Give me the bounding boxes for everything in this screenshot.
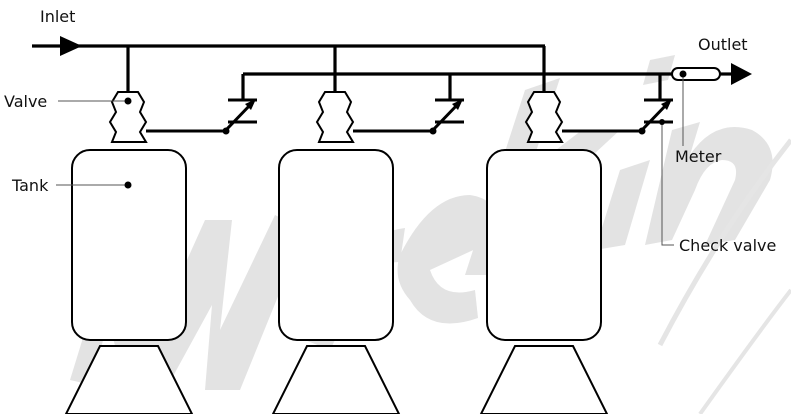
resin-tank bbox=[486, 149, 602, 341]
tank-leader-dot bbox=[124, 181, 132, 189]
inlet-arrow bbox=[60, 36, 82, 56]
inlet-label: Inlet bbox=[40, 7, 75, 26]
control-valve bbox=[524, 91, 564, 143]
watermark-swoosh bbox=[657, 138, 791, 347]
check-valve-arrowhead bbox=[245, 99, 256, 110]
valve-label: Valve bbox=[4, 92, 47, 111]
softener-unit-1 bbox=[64, 91, 257, 415]
check-valve-arrowhead bbox=[661, 99, 672, 110]
check-valve-stem bbox=[224, 101, 254, 132]
check-valve-label: Check valve bbox=[679, 236, 776, 255]
check-valve-pivot bbox=[429, 127, 437, 135]
check-valve-stem bbox=[431, 101, 461, 132]
resin-tank bbox=[71, 149, 187, 341]
valve-leader-dot bbox=[124, 97, 132, 105]
outlet-label: Outlet bbox=[698, 35, 748, 54]
meter-leader-dot bbox=[679, 70, 687, 78]
watermark-swoosh-2 bbox=[698, 288, 791, 416]
control-valve bbox=[108, 91, 148, 143]
check-valve-pivot bbox=[638, 127, 646, 135]
outlet-arrow bbox=[731, 63, 752, 85]
softener-unit-3 bbox=[479, 91, 673, 415]
tank-label: Tank bbox=[11, 176, 49, 195]
resin-tank bbox=[278, 149, 394, 341]
check-valve-pivot bbox=[222, 127, 230, 135]
softener-unit-2 bbox=[271, 91, 464, 415]
tank-base bbox=[479, 345, 609, 415]
tank-base bbox=[271, 345, 401, 415]
check-valve-leader-line bbox=[661, 122, 674, 246]
check-valve-leader-dot bbox=[659, 119, 665, 125]
control-valve bbox=[315, 91, 355, 143]
meter-label: Meter bbox=[675, 147, 722, 166]
meter-symbol bbox=[671, 67, 721, 81]
check-valve-arrowhead bbox=[452, 99, 463, 110]
check-valve-stem bbox=[640, 101, 670, 132]
